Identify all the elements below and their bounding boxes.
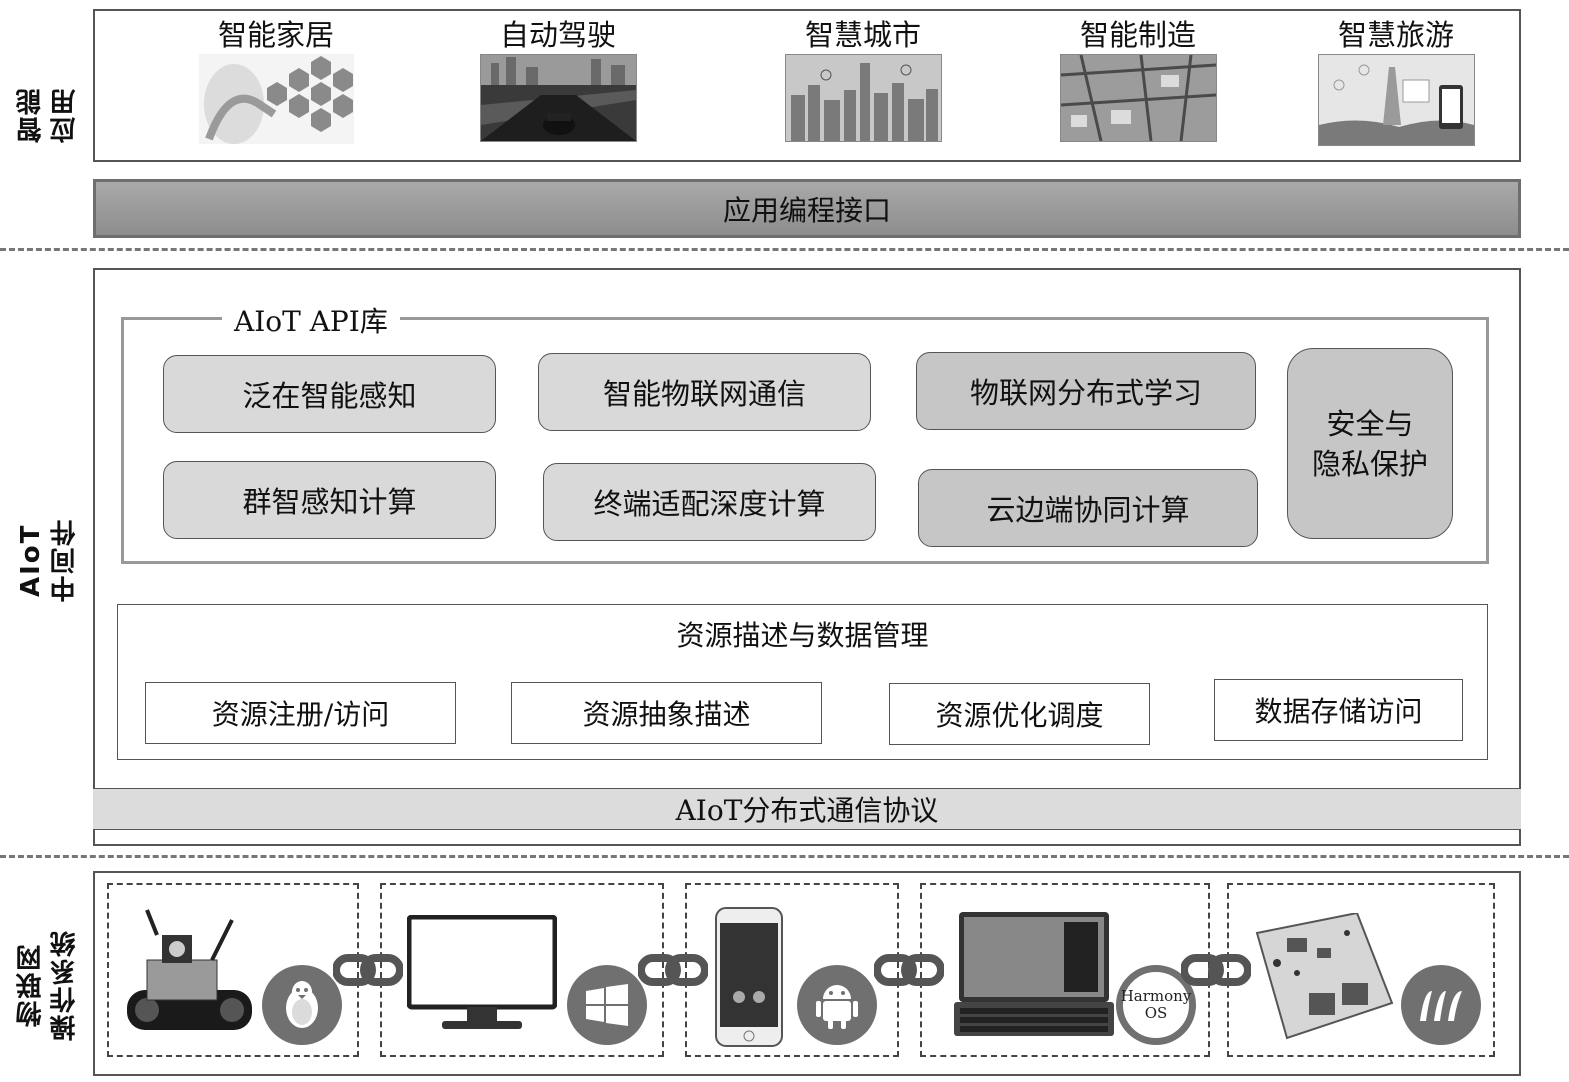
smart-manufacturing-image — [1059, 54, 1217, 142]
module-ubiquitous-sensing: 泛在智能感知 — [163, 355, 496, 433]
chain-link-icon — [1181, 954, 1251, 986]
section-label-middleware: AIoT 中间件 — [16, 518, 80, 602]
separator-bottom — [0, 855, 1569, 858]
harmonyos-label: Harmony OS — [1120, 987, 1192, 1022]
app-title: 智慧城市 — [804, 18, 921, 52]
resource-management-frame — [117, 604, 1488, 760]
app-smart-city: 智慧城市 — [783, 18, 943, 142]
monitor-image — [407, 915, 557, 1029]
rtos-icon — [1401, 965, 1481, 1045]
data-storage-access: 数据存储访问 — [1214, 679, 1463, 741]
app-title: 智能家居 — [217, 18, 334, 52]
resource-abstract-description: 资源抽象描述 — [511, 682, 822, 744]
module-security-privacy: 安全与 隐私保护 — [1287, 348, 1453, 539]
api-library-title: AIoT API库 — [222, 300, 400, 340]
app-smart-home: 智能家居 — [196, 18, 356, 144]
app-smart-tourism: 智慧旅游 — [1316, 18, 1476, 146]
smartphone-image — [715, 907, 783, 1047]
os-cell-smartphone — [685, 883, 899, 1057]
communication-protocol-bar: AIoT分布式通信协议 — [93, 788, 1521, 830]
resource-optimization-scheduling: 资源优化调度 — [889, 683, 1150, 745]
section-label-apps: 智能 应用 — [16, 87, 80, 143]
api-library-frame — [121, 317, 1489, 564]
app-title: 智慧旅游 — [1337, 18, 1454, 52]
api-bar-label: 应用编程接口 — [722, 193, 891, 227]
android-icon — [797, 965, 877, 1045]
tablet-keyboard-image — [954, 912, 1114, 1036]
module-crowd-sensing: 群智感知计算 — [163, 461, 496, 539]
resource-register-access: 资源注册/访问 — [145, 682, 456, 744]
module-iot-communication: 智能物联网通信 — [538, 353, 871, 431]
section-label-os: 物联网 操作系统 — [16, 929, 80, 1041]
smart-city-image — [784, 54, 942, 142]
smart-tourism-image — [1317, 54, 1475, 146]
chain-link-icon — [638, 954, 708, 986]
os-cell-board — [1227, 883, 1495, 1057]
smart-home-image — [198, 54, 354, 144]
os-cell-tablet: Harmony OS — [920, 883, 1210, 1057]
robot-car-image — [127, 909, 252, 1030]
linux-tux-icon — [262, 965, 342, 1045]
autonomous-driving-image — [479, 54, 637, 142]
module-adaptive-deep-computing: 终端适配深度计算 — [543, 463, 876, 541]
module-distributed-learning: 物联网分布式学习 — [916, 352, 1256, 430]
circuit-board-image — [1255, 913, 1394, 1040]
chain-link-icon — [874, 954, 944, 986]
app-title: 自动驾驶 — [499, 18, 616, 52]
app-title: 智能制造 — [1079, 18, 1196, 52]
app-smart-manufacturing: 智能制造 — [1058, 18, 1218, 142]
app-autonomous-driving: 自动驾驶 — [478, 18, 638, 142]
resource-management-title: 资源描述与数据管理 — [676, 619, 929, 652]
os-cell-monitor — [380, 883, 664, 1057]
module-cloud-edge-collaboration: 云边端协同计算 — [918, 469, 1258, 547]
os-cell-robot — [107, 883, 359, 1057]
app-programming-interface-bar: 应用编程接口 — [93, 179, 1521, 238]
separator-top — [0, 248, 1569, 251]
chain-link-icon — [333, 954, 403, 986]
windows-icon — [567, 965, 647, 1045]
